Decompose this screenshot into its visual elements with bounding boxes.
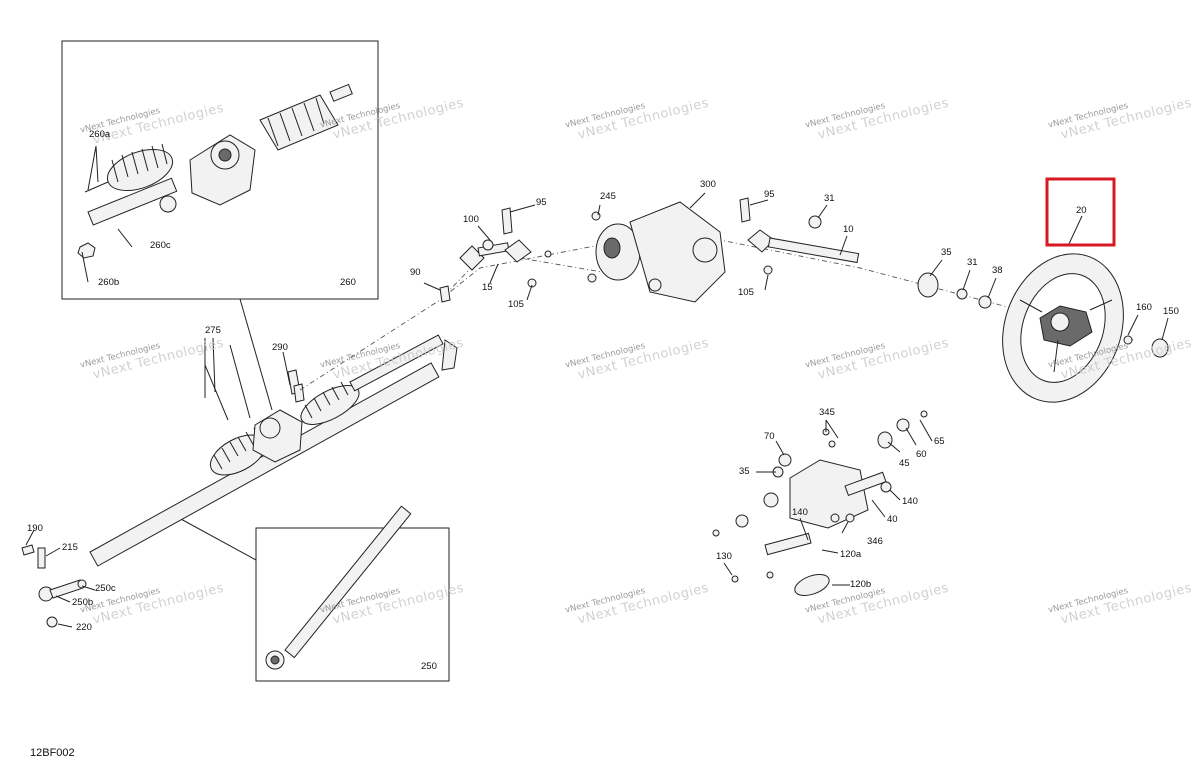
part-label-150: 150	[1163, 306, 1179, 317]
part-label-35: 35	[941, 247, 952, 258]
intermediate-shaft-10	[739, 197, 992, 309]
leader-lines	[25, 145, 1169, 628]
part-label-160: 160	[1136, 302, 1152, 313]
part-label-40: 40	[887, 514, 898, 525]
rack-detail-260	[77, 83, 353, 259]
power-steering-unit-300	[587, 201, 726, 303]
part-label-120b: 120b	[850, 579, 872, 590]
part-label-20: 20	[1076, 205, 1087, 216]
part-label-120a: 120a	[840, 549, 862, 560]
part-label-65: 65	[934, 436, 945, 447]
part-label-250c: 250c	[95, 583, 116, 594]
part-label-250b: 250b	[72, 597, 94, 608]
part-label-220: 220	[76, 622, 92, 633]
tie-rod-detail-250	[265, 505, 412, 670]
part-label-100: 100	[463, 214, 479, 225]
part-label-260: 260	[340, 277, 356, 288]
part-label-290: 290	[272, 342, 288, 353]
part-label-275: 275	[205, 325, 221, 336]
steering-rack	[89, 334, 458, 567]
part-label-260b: 260b	[98, 277, 120, 288]
part-label-70: 70	[764, 431, 775, 442]
part-label-140: 140	[902, 496, 918, 507]
highlight-box-20	[1045, 177, 1116, 247]
part-label-15: 15	[482, 282, 493, 293]
part-label-31: 31	[824, 193, 835, 204]
part-label-35: 35	[739, 466, 750, 477]
part-label-250: 250	[421, 661, 437, 672]
part-label-95: 95	[536, 197, 547, 208]
part-label-38: 38	[992, 265, 1003, 276]
part-label-90: 90	[410, 267, 421, 278]
part-label-130: 130	[716, 551, 732, 562]
part-label-105: 105	[738, 287, 754, 298]
steering-wheel-20	[1002, 253, 1169, 403]
tie-rod-end	[21, 544, 87, 628]
inset-box-260	[61, 40, 379, 300]
part-label-45: 45	[899, 458, 910, 469]
part-label-260c: 260c	[150, 240, 171, 251]
part-label-105: 105	[508, 299, 524, 310]
part-label-215: 215	[62, 542, 78, 553]
part-label-346: 346	[867, 536, 883, 547]
u-joint-15	[439, 207, 552, 303]
inset-box-250	[255, 527, 450, 682]
part-label-10: 10	[843, 224, 854, 235]
diagram-code: 12BF002	[30, 747, 75, 759]
part-label-190: 190	[27, 523, 43, 534]
part-label-60: 60	[916, 449, 927, 460]
part-label-95: 95	[764, 189, 775, 200]
part-label-300: 300	[700, 179, 716, 190]
part-label-345: 345	[819, 407, 835, 418]
column-bracket	[712, 410, 928, 596]
part-label-260a: 260a	[89, 129, 111, 140]
part-label-140: 140	[792, 507, 808, 518]
part-label-31: 31	[967, 257, 978, 268]
part-label-245: 245	[600, 191, 616, 202]
